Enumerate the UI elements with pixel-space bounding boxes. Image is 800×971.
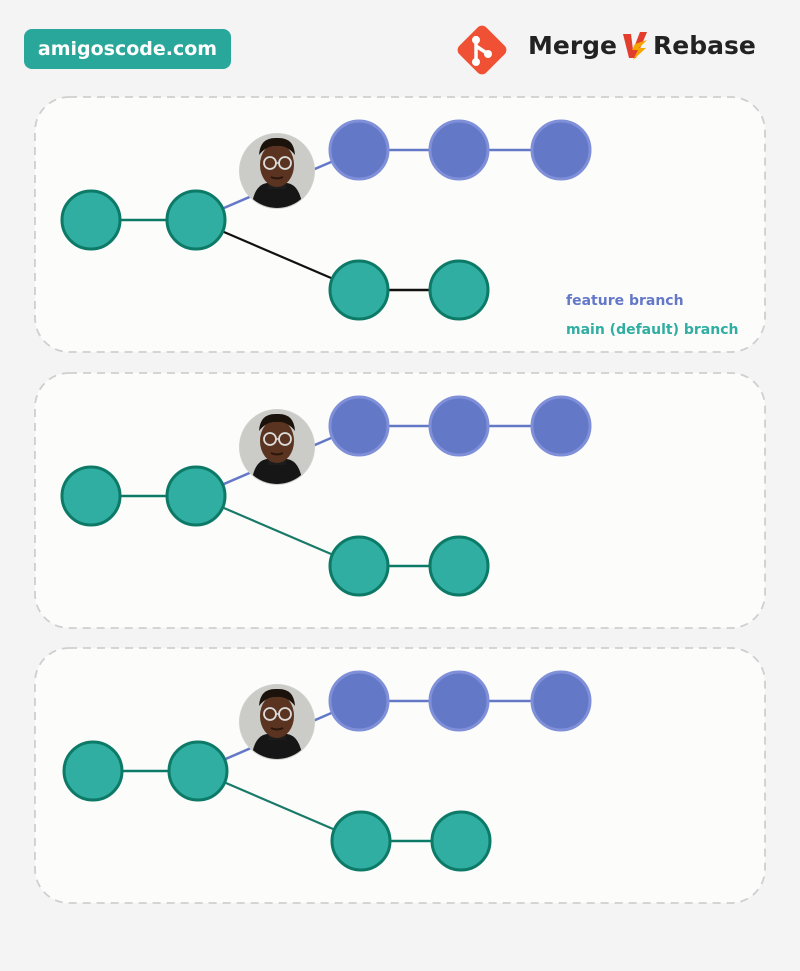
feature-commit-node — [530, 119, 592, 181]
legend-feature-label: feature branch — [566, 293, 684, 309]
panel-frame — [34, 96, 766, 353]
feature-commit-node — [428, 395, 490, 457]
main-commit-node — [428, 535, 490, 597]
panel-frame — [34, 647, 766, 904]
brand-badge[interactable]: amigoscode.com — [24, 29, 231, 69]
vs-badge-icon — [623, 32, 648, 60]
brand-site-label: amigoscode.com — [37, 38, 218, 60]
main-commit-node — [330, 810, 392, 872]
panel-frame — [34, 372, 766, 629]
panel-3 — [34, 647, 766, 904]
feature-commit-node — [428, 119, 490, 181]
main-commit-node — [328, 259, 390, 321]
legend: feature branch main (default) branch — [566, 293, 738, 338]
page-title: Merge Rebase — [528, 28, 756, 62]
main-commit-node — [430, 810, 492, 872]
main-commit-node — [62, 740, 124, 802]
title-merge: Merge — [528, 30, 618, 60]
main-commit-node — [165, 465, 227, 527]
main-commit-node — [165, 189, 227, 251]
panel-1 — [34, 96, 766, 353]
legend-main-label: main (default) branch — [566, 322, 738, 338]
feature-commit-node — [428, 670, 490, 732]
main-commit-node — [328, 535, 390, 597]
feature-commit-node — [328, 119, 390, 181]
feature-commit-node — [530, 395, 592, 457]
main-commit-node — [60, 465, 122, 527]
feature-commit-node — [328, 395, 390, 457]
main-commit-node — [167, 740, 229, 802]
feature-commit-node — [530, 670, 592, 732]
title-rebase: Rebase — [653, 30, 756, 60]
feature-commit-node — [328, 670, 390, 732]
panel-2 — [34, 372, 766, 629]
main-commit-node — [60, 189, 122, 251]
main-commit-node — [428, 259, 490, 321]
git-logo-icon — [457, 25, 507, 75]
